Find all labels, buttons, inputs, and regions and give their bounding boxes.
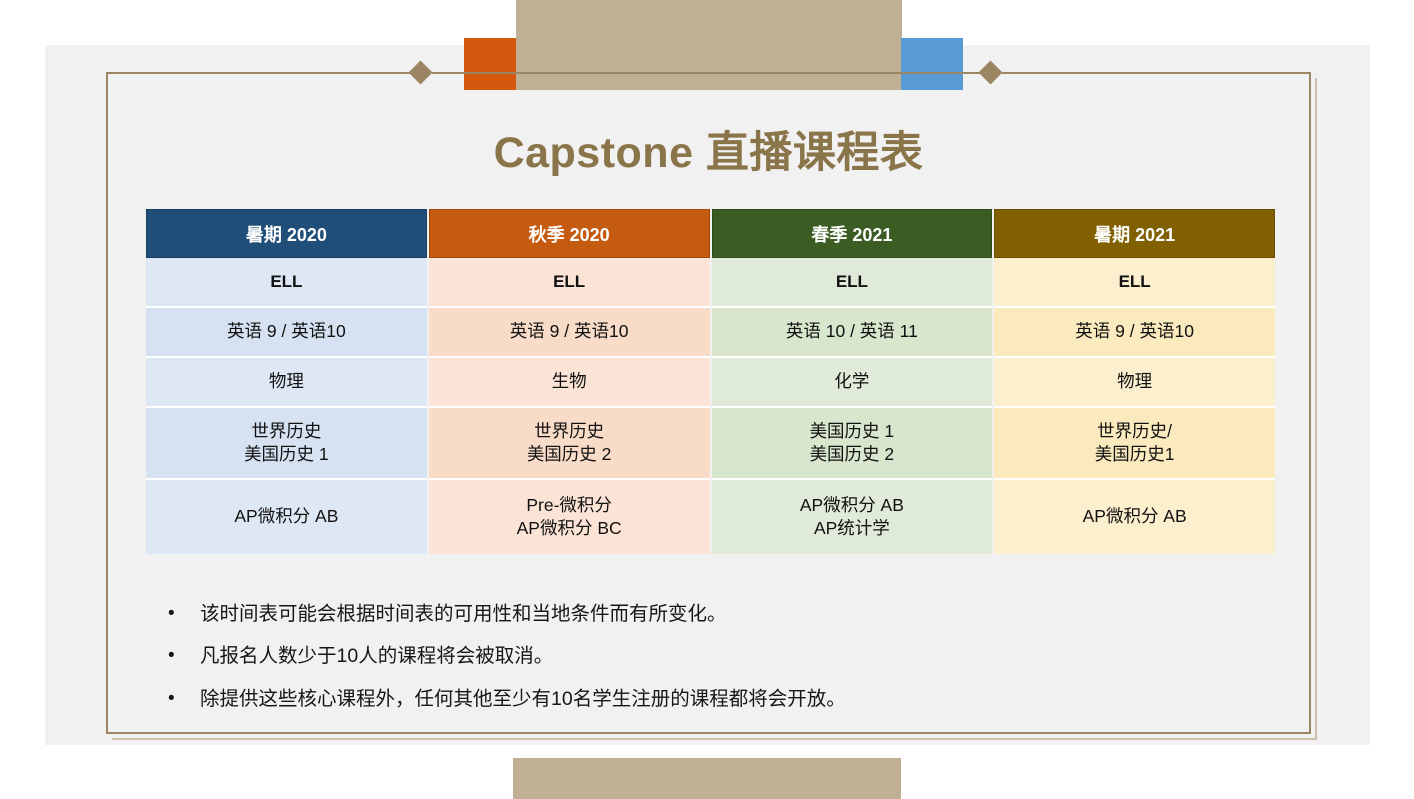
schedule-cell: 英语 9 / 英语10: [994, 308, 1275, 358]
schedule-cell: ELL: [428, 258, 710, 308]
schedule-cell-text: 英语 9 / 英语10: [509, 321, 629, 342]
schedule-cell: 英语 10 / 英语 11: [711, 308, 993, 358]
schedule-cell-text: ELL: [270, 271, 303, 291]
schedule-cell-text: 物理: [1117, 371, 1153, 392]
note-item-text: 凡报名人数少于10人的课程将会被取消。: [200, 645, 554, 668]
schedule-cell-text: 世界历史/美国历史1: [1094, 420, 1175, 464]
schedule-cell: ELL: [146, 258, 427, 308]
schedule-cell-text: 英语 9 / 英语10: [227, 321, 346, 342]
note-item: • 该时间表可能会根据时间表的可用性和当地条件而有所变化。: [168, 601, 1268, 627]
bullet-dot-icon: •: [168, 645, 175, 667]
schedule-cell-text: ELL: [553, 271, 586, 291]
decoration-orange-block: [464, 38, 526, 90]
schedule-cell-text: AP微积分 AB: [234, 506, 339, 527]
note-item: • 除提供这些核心课程外，任何其他至少有10名学生注册的课程都将会开放。: [168, 686, 1268, 712]
schedule-cell: 世界历史美国历史 2: [428, 408, 710, 480]
note-item-text: 除提供这些核心课程外，任何其他至少有10名学生注册的课程都将会开放。: [200, 687, 846, 710]
schedule-cell: ELL: [711, 258, 993, 308]
schedule-cell: 英语 9 / 英语10: [428, 308, 710, 358]
schedule-cell: 生物: [428, 358, 710, 408]
note-item: • 凡报名人数少于10人的课程将会被取消。: [168, 643, 1268, 669]
schedule-cell-text: ELL: [835, 271, 868, 291]
schedule-cell: 世界历史美国历史 1: [146, 408, 427, 480]
schedule-cell-text: AP微积分 AB: [1082, 506, 1187, 527]
schedule-cell: 物理: [146, 358, 427, 408]
bullet-dot-icon: •: [168, 603, 175, 624]
decoration-tan-block-bottom: [513, 758, 901, 799]
schedule-cell: AP微积分 AB: [994, 480, 1275, 554]
note-item-text: 该时间表可能会根据时间表的可用性和当地条件而有所变化。: [200, 603, 727, 625]
schedule-cell-text: 世界历史美国历史 1: [244, 420, 329, 464]
schedule-cell-text: 物理: [268, 371, 304, 392]
schedule-cell: 英语 9 / 英语10: [146, 308, 427, 358]
page-title: Capstone 直播课程表: [493, 129, 924, 177]
schedule-cell-text: 化学: [834, 371, 870, 392]
schedule-cell: ELL: [994, 258, 1275, 308]
schedule-column-header: 暑期 2020: [146, 209, 427, 258]
decoration-blue-block: [901, 38, 963, 90]
schedule-column-header: 秋季 2020: [428, 209, 710, 258]
schedule-cell-text: ELL: [1118, 271, 1151, 291]
schedule-cell: 化学: [711, 358, 993, 408]
schedule-cell-text: 英语 10 / 英语 11: [785, 321, 918, 342]
schedule-cell: 物理: [994, 358, 1275, 408]
schedule-cell-text: 生物: [551, 371, 587, 392]
schedule-column-header: 春季 2021: [711, 209, 993, 258]
schedule-cell-text: 世界历史美国历史 2: [526, 420, 612, 464]
decorative-frame: [106, 72, 1311, 734]
schedule-column-header: 暑期 2021: [994, 209, 1275, 258]
schedule-cell: AP微积分 AB: [146, 480, 427, 554]
schedule-cell-text: 英语 9 / 英语10: [1075, 321, 1194, 342]
schedule-cell: 世界历史/美国历史1: [994, 408, 1275, 480]
notes-list: • 该时间表可能会根据时间表的可用性和当地条件而有所变化。 • 凡报名人数少于10人的…: [168, 601, 1268, 728]
decoration-tan-block-top: [516, 0, 902, 90]
bullet-dot-icon: •: [168, 687, 175, 709]
